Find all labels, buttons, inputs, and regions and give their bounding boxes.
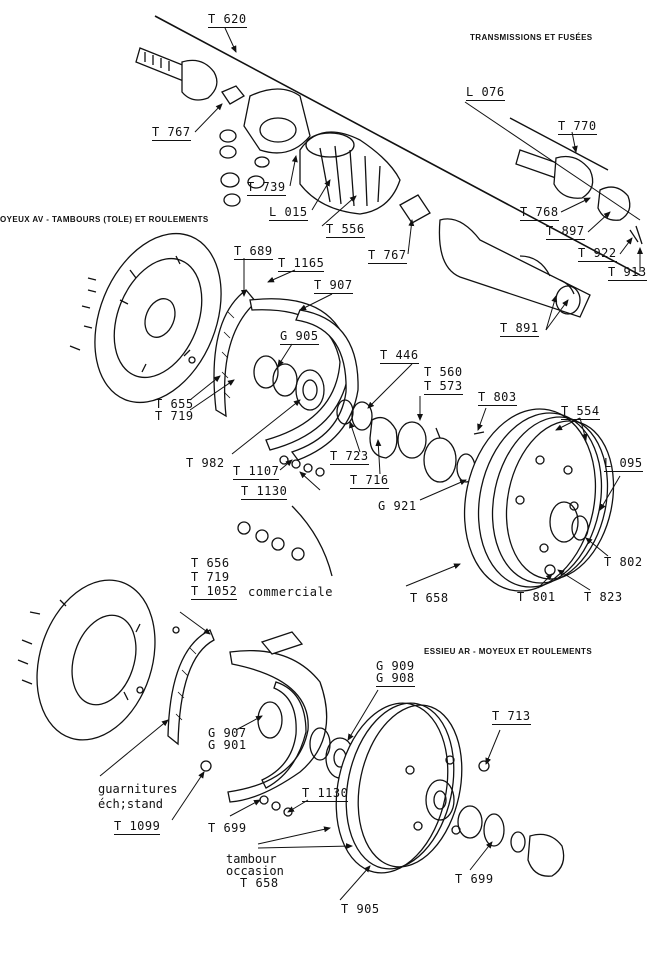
part-label-t803: T 803: [478, 390, 517, 406]
part-label-t689: T 689: [234, 244, 273, 260]
part-label-t658: T 658: [410, 591, 449, 605]
part-label-t802: T 802: [604, 555, 643, 569]
part-label-t823: T 823: [584, 590, 623, 604]
part-label-t770: T 770: [558, 119, 597, 135]
part-label-t620: T 620: [208, 12, 247, 28]
part-label-t719: T 719: [155, 409, 194, 423]
note-commerciale: commerciale: [248, 585, 333, 599]
part-label-t554: T 554: [561, 404, 600, 420]
part-label-t905: T 905: [341, 902, 380, 916]
part-label-t716: T 716: [350, 473, 389, 489]
note-occasion: occasion: [226, 864, 284, 878]
section-header-transmissions: TRANSMISSIONS ET FUSÉES: [470, 33, 593, 42]
part-label-t907: T 907: [314, 278, 353, 294]
part-label-t1130-2: T 1130: [302, 786, 349, 802]
part-label-t719-2: T 719: [191, 570, 230, 584]
part-label-l015: L 015: [269, 205, 308, 221]
rear-hub-assembly: [17, 579, 565, 877]
section-header-rear-axle: ESSIEU AR - MOYEUX ET ROULEMENTS: [424, 647, 593, 656]
part-label-g907: G 907: [208, 726, 247, 740]
front-hub-assembly: [69, 232, 615, 592]
part-label-t560: T 560: [424, 365, 463, 379]
part-label-t767-2: T 767: [368, 248, 407, 264]
note-tambour: tambour: [226, 852, 277, 866]
part-label-g901: G 901: [208, 738, 247, 752]
part-label-t739: T 739: [247, 180, 286, 196]
note-guarnitures: guarnitures: [98, 782, 178, 796]
part-label-t1165: T 1165: [278, 256, 325, 272]
part-label-t699: T 699: [208, 821, 247, 835]
part-label-t891: T 891: [500, 321, 539, 337]
part-label-t897: T 897: [546, 224, 585, 240]
leader-lines: [99, 27, 643, 901]
part-label-t913: T 913: [608, 265, 647, 281]
transmission-assembly: [135, 15, 643, 318]
part-label-t658-2: T 658: [240, 876, 279, 890]
part-label-l095: L 095: [604, 456, 643, 472]
part-label-t801: T 801: [517, 590, 556, 604]
part-label-t1052: T 1052: [191, 584, 238, 600]
part-label-t922: T 922: [578, 246, 617, 262]
part-label-t1099: T 1099: [114, 819, 161, 835]
note-ech-stand: éch;stand: [98, 797, 164, 811]
part-label-t699-2: T 699: [455, 872, 494, 886]
part-label-t573: T 573: [424, 379, 463, 395]
part-label-l076: L 076: [466, 85, 505, 101]
part-label-g909: G 909: [376, 659, 415, 673]
part-label-t446: T 446: [380, 348, 419, 364]
part-label-t723: T 723: [330, 449, 369, 465]
part-label-t655: T 655: [155, 397, 194, 411]
part-label-t1107: T 1107: [233, 464, 280, 480]
part-label-t713: T 713: [492, 709, 531, 725]
part-label-g908: G 908: [376, 671, 415, 687]
part-label-g905: G 905: [280, 329, 319, 345]
part-label-t1130: T 1130: [241, 484, 288, 500]
section-header-front-hubs: OYEUX AV - TAMBOURS (TOLE) ET ROULEMENTS: [0, 215, 209, 224]
part-label-g921: G 921: [378, 499, 417, 513]
part-label-t556: T 556: [326, 222, 365, 238]
part-label-t982: T 982: [186, 456, 225, 470]
part-label-t767: T 767: [152, 125, 191, 141]
part-label-t656: T 656: [191, 556, 230, 570]
part-label-t768: T 768: [520, 205, 559, 221]
